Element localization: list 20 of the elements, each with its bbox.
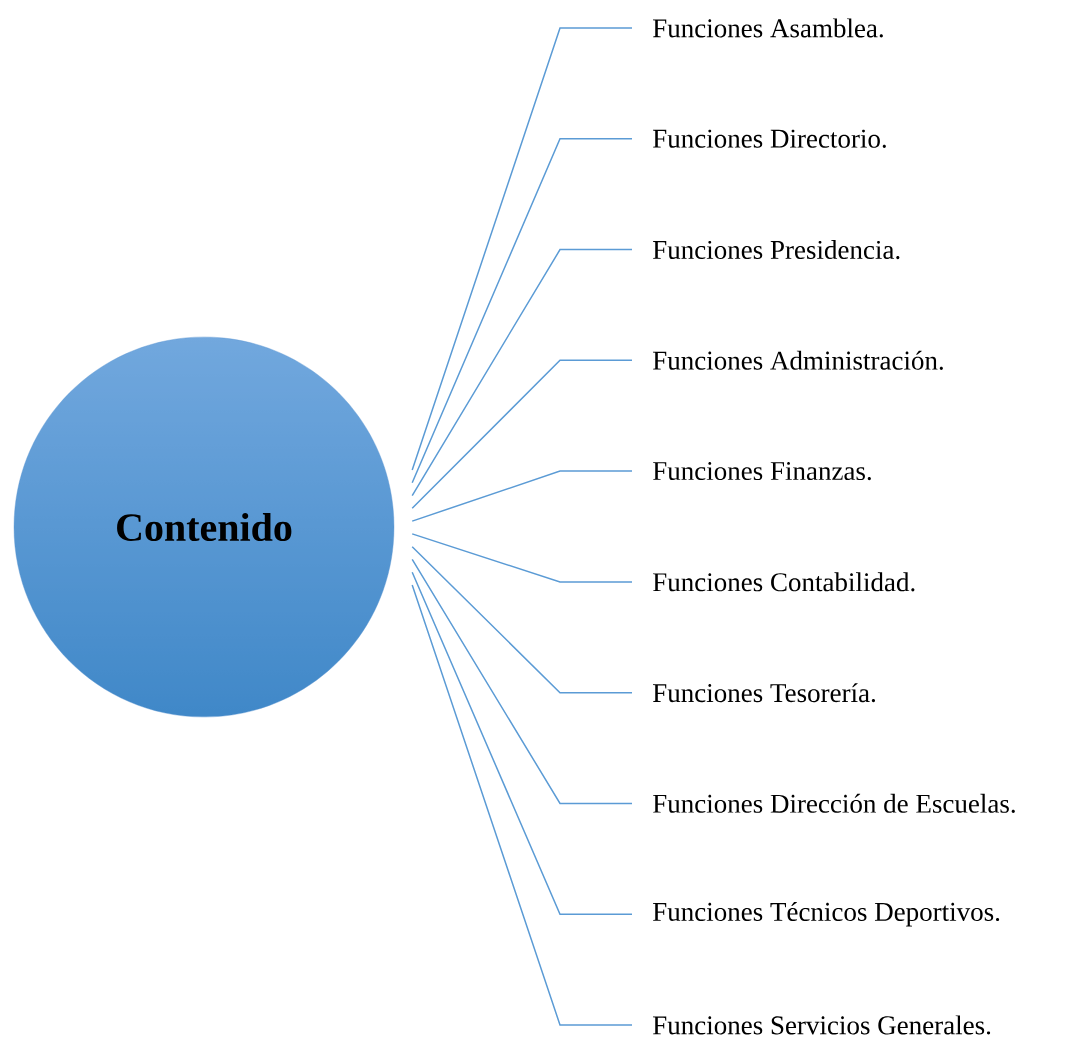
branch-label: Funciones Técnicos Deportivos. — [653, 901, 1000, 927]
branch-label: Funciones Presidencia. — [653, 240, 900, 260]
connector-line — [411, 27, 633, 471]
branch-label: Funciones Directorio. — [653, 129, 886, 148]
branch-label: Funciones Contabilidad. — [653, 572, 915, 592]
branch-label: Funciones Finanzas. — [653, 461, 871, 481]
branch-label: Funciones Tesorería. — [653, 683, 875, 703]
connector-line — [411, 584, 633, 1026]
connector-line — [411, 359, 633, 510]
connector-line — [411, 545, 633, 694]
connector-line — [411, 138, 633, 484]
branch-label: Funciones Servicios Generales. — [653, 1015, 991, 1035]
connector-line — [411, 248, 633, 497]
branch-label: Funciones Asamblea. — [653, 18, 883, 38]
connector-line — [411, 571, 633, 915]
branch-label: Funciones Administración. — [653, 350, 943, 370]
connector-line — [411, 470, 633, 522]
branch-label: Funciones Dirección de Escuelas. — [653, 793, 1015, 813]
connector-line — [411, 558, 633, 805]
connector-line — [411, 533, 633, 583]
